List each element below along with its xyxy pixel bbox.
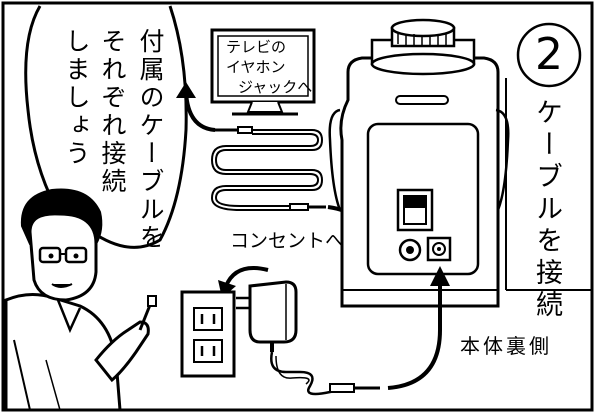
device-body bbox=[328, 56, 510, 308]
face bbox=[28, 212, 98, 302]
tv-screen-line-2: イヤホン bbox=[226, 58, 286, 76]
raised-hand bbox=[94, 320, 150, 383]
speech-bubble-line-2: それぞれ接続 bbox=[98, 28, 127, 196]
speech-bubble-line-1: 付属のケーブルを bbox=[136, 28, 165, 252]
top-knob-icon bbox=[370, 18, 476, 76]
wall-outlet-icon bbox=[180, 290, 236, 378]
ac-adapter-icon bbox=[236, 280, 380, 396]
dc-jack-icon bbox=[426, 236, 452, 262]
audio-cable-icon bbox=[210, 126, 326, 211]
audio-jack-icon bbox=[398, 238, 422, 262]
speech-bubble-line-3: しましょう bbox=[62, 28, 91, 168]
shirt-collar bbox=[56, 299, 82, 334]
power-switch-icon bbox=[396, 188, 434, 232]
arrow-to-dc-jack-icon bbox=[387, 282, 442, 390]
step-number-circle bbox=[516, 22, 582, 88]
tv-monitor-icon bbox=[210, 28, 316, 116]
presenter-character bbox=[4, 188, 157, 412]
step-title: ケーブルを接続 bbox=[531, 98, 562, 322]
tv-screen-line-3: ジャックへ bbox=[238, 78, 313, 96]
rear-view-label: 本体裏側 bbox=[460, 334, 552, 358]
outlet-label: コンセントへ bbox=[230, 230, 345, 252]
step-number: 2 bbox=[535, 29, 563, 80]
tv-screen-line-1: テレビの bbox=[226, 38, 287, 56]
arrow-to-outlet-icon bbox=[224, 266, 269, 287]
